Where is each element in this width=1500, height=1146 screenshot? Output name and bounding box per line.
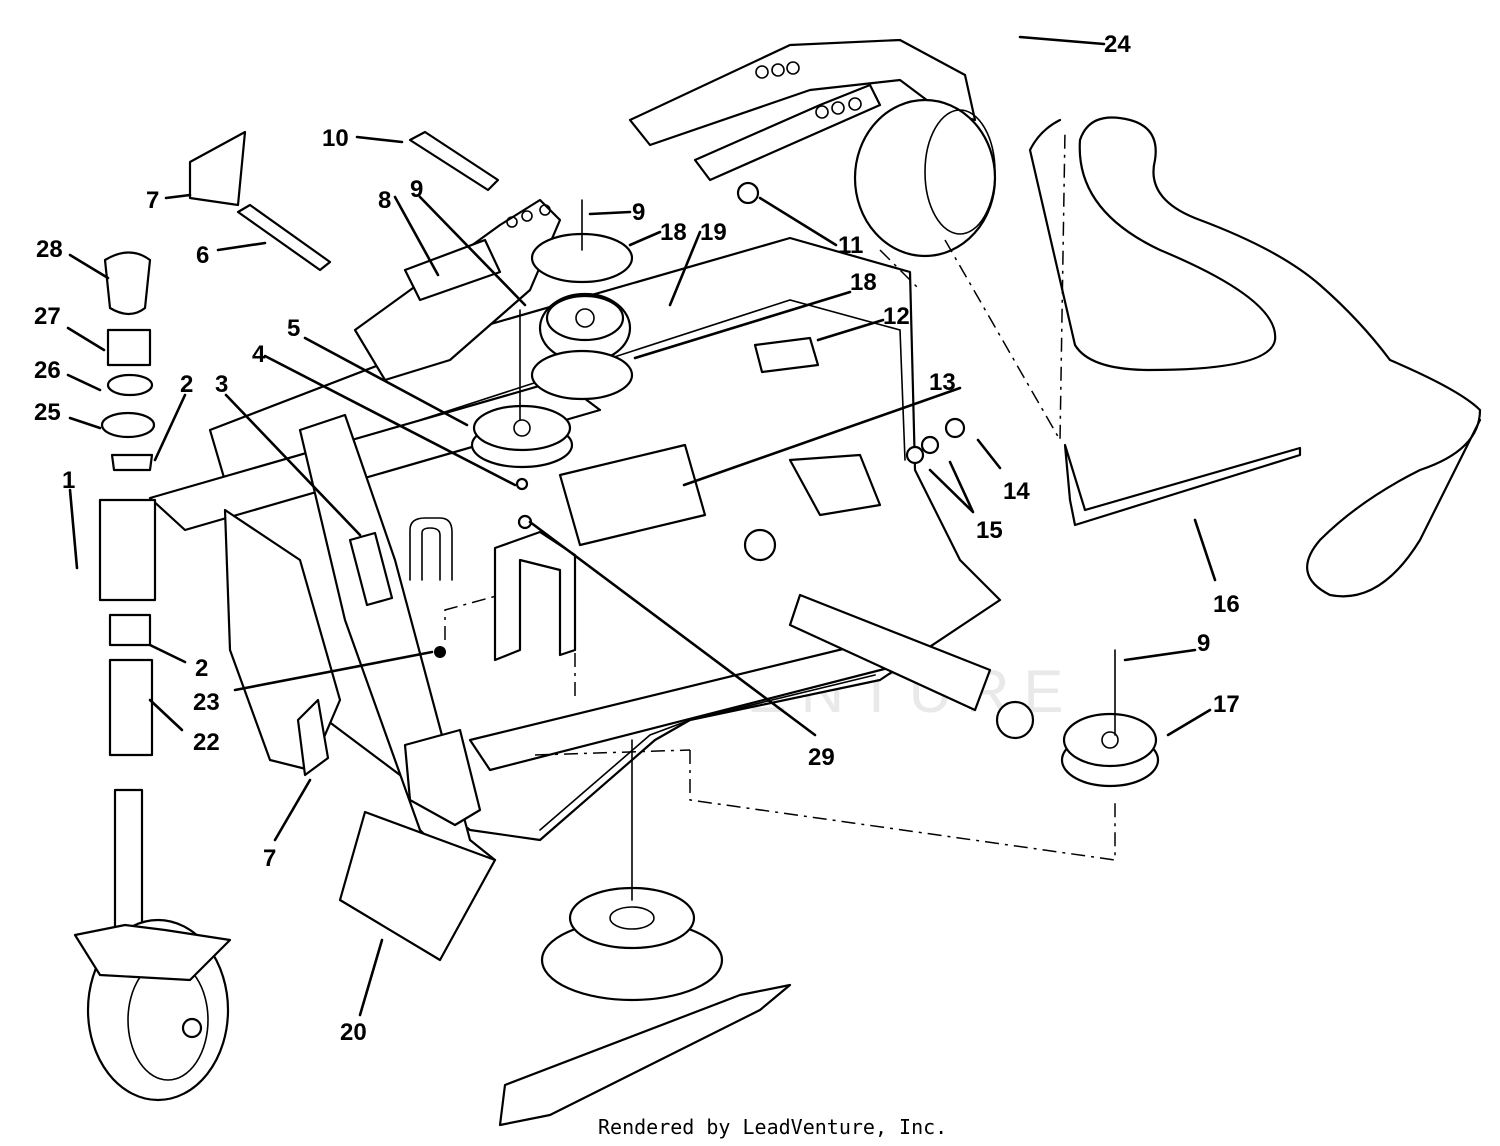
drive-pulley-5 — [470, 309, 574, 469]
callout-3: 3 — [215, 371, 228, 398]
callout-9: 9 — [632, 199, 645, 226]
callout-7: 7 — [263, 845, 276, 872]
callout-10: 10 — [322, 125, 349, 152]
callout-14: 14 — [1003, 478, 1030, 505]
decal-13 — [558, 443, 707, 547]
callout-11: 11 — [838, 232, 863, 259]
callout-29: 29 — [808, 744, 835, 771]
callout-2: 2 — [180, 371, 193, 398]
callout-9: 9 — [1197, 630, 1210, 657]
callout-28: 28 — [36, 236, 63, 263]
nut-14 — [944, 417, 966, 439]
render-credit: Rendered by LeadVenture, Inc. — [598, 1115, 947, 1139]
pin-10 — [408, 130, 500, 192]
callout-25: 25 — [34, 399, 61, 426]
decal-12 — [753, 336, 820, 374]
bolt-6 — [236, 203, 332, 272]
drive-belt-16 — [1028, 116, 1482, 598]
u-bolt — [409, 517, 453, 581]
callout-6: 6 — [196, 242, 209, 269]
callout-7: 7 — [146, 187, 159, 214]
washer-4 — [515, 477, 529, 491]
callout-2: 2 — [195, 655, 208, 682]
callout-15: 15 — [976, 517, 1003, 544]
washer-15b — [920, 435, 940, 455]
idler-pulley-17 — [1060, 649, 1160, 788]
callout-27: 27 — [34, 303, 61, 330]
callout-22: 22 — [193, 729, 220, 756]
nut-11 — [736, 181, 760, 205]
callout-19: 19 — [700, 219, 727, 246]
callout-18: 18 — [660, 219, 687, 246]
callout-13: 13 — [929, 369, 956, 396]
idler-stack — [530, 199, 634, 401]
callout-17: 17 — [1213, 691, 1240, 718]
end-cap — [403, 728, 482, 827]
nut-23 — [434, 646, 446, 658]
callout-9: 9 — [410, 176, 423, 203]
callout-4: 4 — [252, 341, 266, 368]
callout-1: 1 — [62, 467, 75, 494]
callout-26: 26 — [34, 357, 61, 384]
leader-lines — [66, 35, 1217, 1017]
washer-15a — [905, 445, 925, 465]
belt-guide — [1063, 443, 1302, 527]
decal-7-rear — [188, 130, 247, 207]
callout-12: 12 — [883, 303, 910, 330]
callout-18: 18 — [850, 269, 877, 296]
callout-16: 16 — [1213, 591, 1240, 618]
decal-3 — [348, 531, 394, 607]
callout-20: 20 — [340, 1019, 367, 1046]
callout-8: 8 — [378, 187, 391, 214]
spindle-blade-assembly — [498, 739, 792, 1127]
decal-7-front — [296, 698, 330, 777]
callout-23: 23 — [193, 689, 220, 716]
front-skirt-20 — [338, 810, 497, 962]
caster-assembly — [73, 251, 232, 1102]
lift-arm-assembly — [628, 38, 997, 258]
lift-link-rod — [743, 453, 1035, 740]
callout-24: 24 — [1104, 31, 1131, 58]
callout-5: 5 — [287, 315, 300, 342]
